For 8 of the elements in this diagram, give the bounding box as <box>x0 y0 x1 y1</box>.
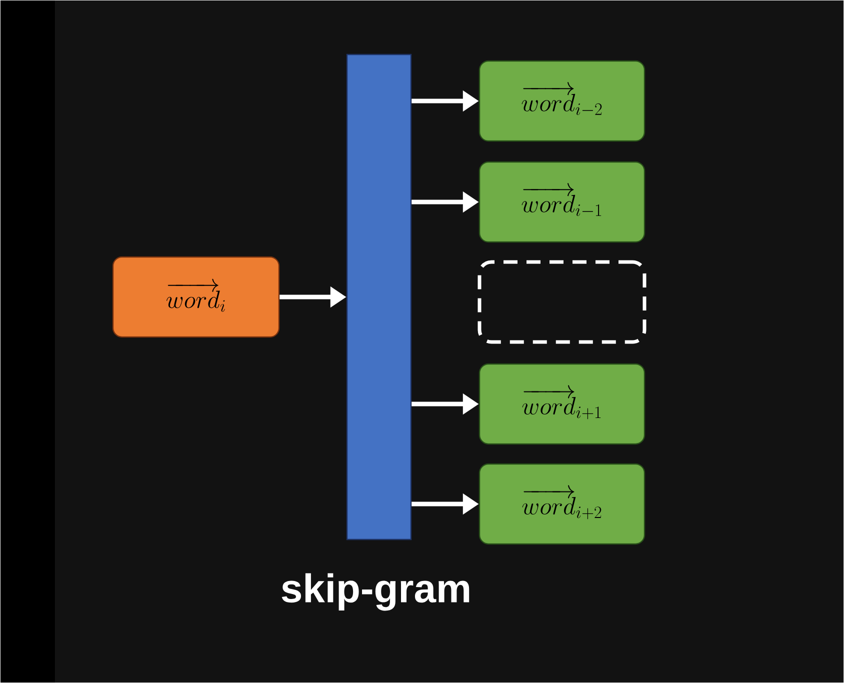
dashed-box <box>478 260 646 344</box>
word-box: $\overrightarrow{word}_{i+2}$ <box>478 463 646 545</box>
layer-bar <box>346 54 412 540</box>
word-box: $\overrightarrow{word}_{i-1}$ <box>478 161 646 243</box>
word-box: $\overrightarrow{word}_{i-2}$ <box>478 60 646 142</box>
word-box: $\overrightarrow{word}_{i+1}$ <box>478 363 646 445</box>
word-box: $\overrightarrow{word}_{i}$ <box>112 256 280 338</box>
caption: skip-gram <box>282 573 470 611</box>
